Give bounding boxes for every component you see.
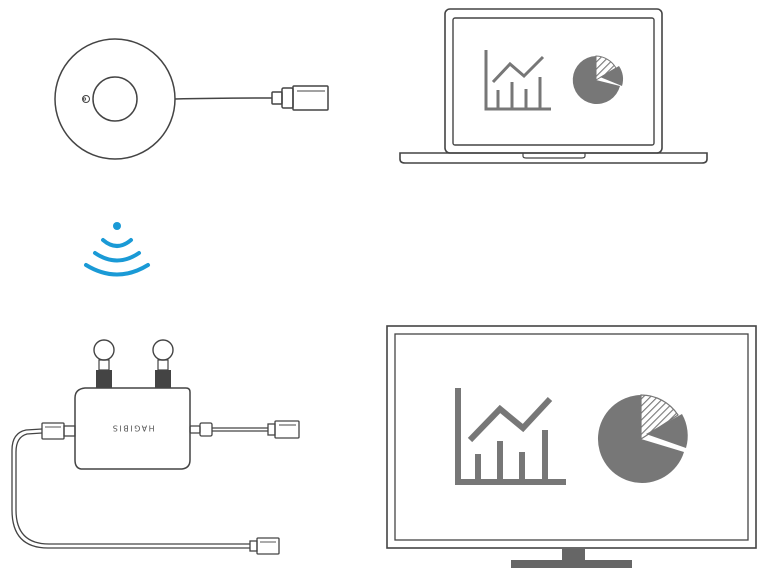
antenna-icon bbox=[93, 339, 174, 388]
line-chart-icon bbox=[455, 388, 566, 485]
usb-plug-icon bbox=[271, 85, 329, 111]
transmitter-puck-icon bbox=[54, 38, 273, 160]
pie-chart-icon bbox=[597, 394, 688, 483]
wifi-signal-icon bbox=[84, 222, 150, 277]
pie-chart-icon bbox=[572, 55, 623, 104]
tv-monitor-icon bbox=[386, 325, 757, 568]
laptop-icon bbox=[399, 8, 708, 164]
receiver-brand-label: HAGIBIS bbox=[111, 424, 154, 433]
usb-cable-right bbox=[189, 420, 300, 439]
receiver-box-icon bbox=[74, 387, 191, 470]
line-chart-icon bbox=[484, 50, 551, 111]
usb-cable-left bbox=[11, 422, 280, 555]
